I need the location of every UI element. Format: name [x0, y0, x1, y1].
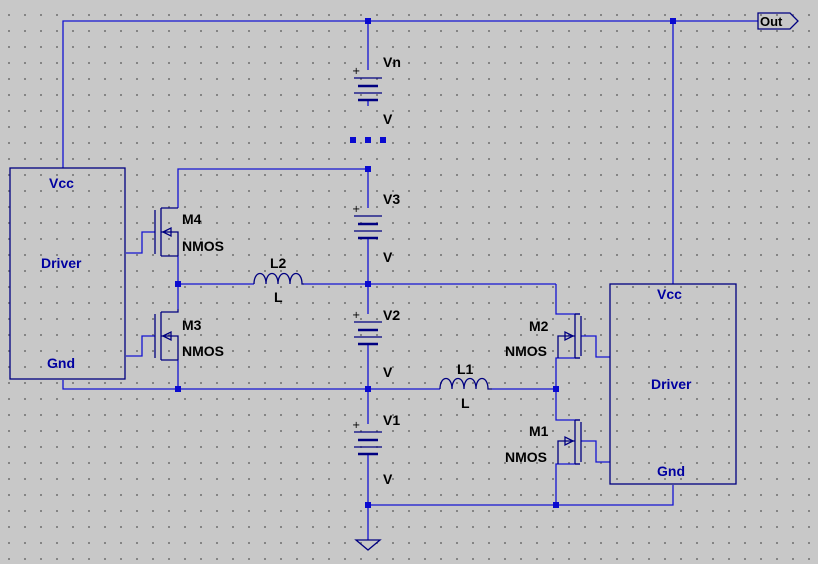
battery-v3[interactable]: + V3 V: [352, 191, 400, 265]
wire-m1-gate: [581, 440, 610, 463]
wire-m2-drain: [555, 284, 580, 315]
junction: [365, 502, 371, 508]
inductor-l2-name: L2: [270, 255, 287, 271]
driver-left-name: Driver: [41, 255, 82, 271]
mosfet-m2-type: NMOS: [505, 343, 547, 359]
battery-v3-value: V: [383, 249, 393, 265]
inductor-l2-value: L: [274, 289, 283, 305]
output-port[interactable]: Out: [757, 12, 799, 30]
ground-triangle: [354, 539, 382, 551]
driver-right-box: [609, 283, 737, 485]
junction: [670, 18, 676, 24]
inductor-l2-coil: [253, 272, 304, 285]
wire-m2-gate: [581, 335, 610, 358]
mosfet-m4-name: M4: [182, 211, 202, 227]
mosfet-m3-type: NMOS: [182, 343, 224, 359]
junction: [365, 18, 371, 24]
ellipsis-dot: [380, 137, 386, 143]
battery-v3-name: V3: [383, 191, 400, 207]
ground-symbol-icon[interactable]: [354, 539, 382, 551]
wire-gnd-left: [62, 380, 440, 390]
battery-v1-name: V1: [383, 412, 400, 428]
mosfet-m1[interactable]: M1 NMOS: [505, 419, 582, 465]
ellipsis-dot: [365, 137, 371, 143]
mosfet-m4[interactable]: M4 NMOS: [154, 207, 224, 257]
battery-plus-sign: +: [352, 204, 360, 215]
battery-vn-value: V: [383, 111, 393, 127]
junction: [553, 502, 559, 508]
inductor-l2[interactable]: L2 L: [253, 255, 304, 305]
inductor-l1[interactable]: L1 L: [439, 361, 492, 411]
driver-right-gnd-pin: Gnd: [657, 463, 685, 479]
wire-m2-source: [555, 357, 580, 421]
mosfet-drain-lead: [161, 309, 179, 313]
mosfet-arrow-icon: [161, 330, 172, 342]
driver-right-vcc-pin: Vcc: [657, 286, 682, 302]
driver-left-gnd-pin: Gnd: [47, 355, 75, 371]
ellipsis-dot: [350, 137, 356, 143]
junction: [175, 281, 181, 287]
battery-v1[interactable]: + V1 V: [352, 412, 400, 487]
junction: [365, 281, 371, 287]
mosfet-m2[interactable]: M2 NMOS: [505, 313, 582, 359]
inductor-l1-value: L: [461, 395, 470, 411]
battery-v2-value: V: [383, 364, 393, 380]
mosfet-body-lead: [557, 335, 575, 358]
driver-right[interactable]: Vcc Driver Gnd: [609, 283, 737, 485]
battery-v2-name: V2: [383, 307, 400, 323]
wire-top-bus: [62, 20, 758, 168]
mosfet-m4-type: NMOS: [182, 238, 224, 254]
driver-left[interactable]: Vcc Driver Gnd: [9, 167, 126, 380]
battery-vn[interactable]: + Vn V: [352, 54, 401, 127]
wire-m4-drain: [177, 168, 368, 208]
battery-v2[interactable]: + V2 V: [352, 307, 400, 380]
mosfet-m3[interactable]: M3 NMOS: [154, 309, 224, 361]
battery-plus-sign: +: [352, 310, 360, 321]
wire-gnd-bottom: [368, 485, 674, 506]
driver-left-box: [9, 167, 126, 380]
junction-dots: [175, 18, 676, 508]
junction: [553, 386, 559, 392]
junction: [175, 386, 181, 392]
wire-m4-gate: [126, 231, 155, 254]
inductor-l1-name: L1: [457, 361, 474, 377]
mosfet-arrow-icon: [564, 330, 575, 342]
battery-v1-value: V: [383, 471, 393, 487]
mosfet-arrow-icon: [161, 226, 172, 238]
mosfet-m3-name: M3: [182, 317, 202, 333]
wires: [62, 20, 758, 540]
junction: [365, 166, 371, 172]
output-port-label: Out: [760, 14, 783, 29]
driver-left-vcc-pin: Vcc: [49, 175, 74, 191]
junction: [365, 386, 371, 392]
mosfet-m1-type: NMOS: [505, 449, 547, 465]
mosfet-m2-name: M2: [529, 318, 549, 334]
mosfet-body-lead: [161, 335, 179, 360]
wire-m1-source: [555, 463, 580, 505]
inductor-l1-coil: [439, 377, 492, 390]
battery-plus-sign: +: [352, 66, 360, 77]
battery-vn-name: Vn: [383, 54, 401, 70]
battery-plus-sign: +: [352, 420, 360, 431]
driver-right-name: Driver: [651, 376, 692, 392]
mosfet-body-lead: [557, 440, 575, 464]
wire-m3-gate: [126, 335, 155, 357]
mosfet-m1-name: M1: [529, 423, 549, 439]
stack-ellipsis: [350, 137, 386, 143]
mosfet-body-lead: [161, 231, 179, 256]
output-port-flag: [757, 12, 799, 30]
mosfet-arrow-icon: [564, 435, 575, 447]
